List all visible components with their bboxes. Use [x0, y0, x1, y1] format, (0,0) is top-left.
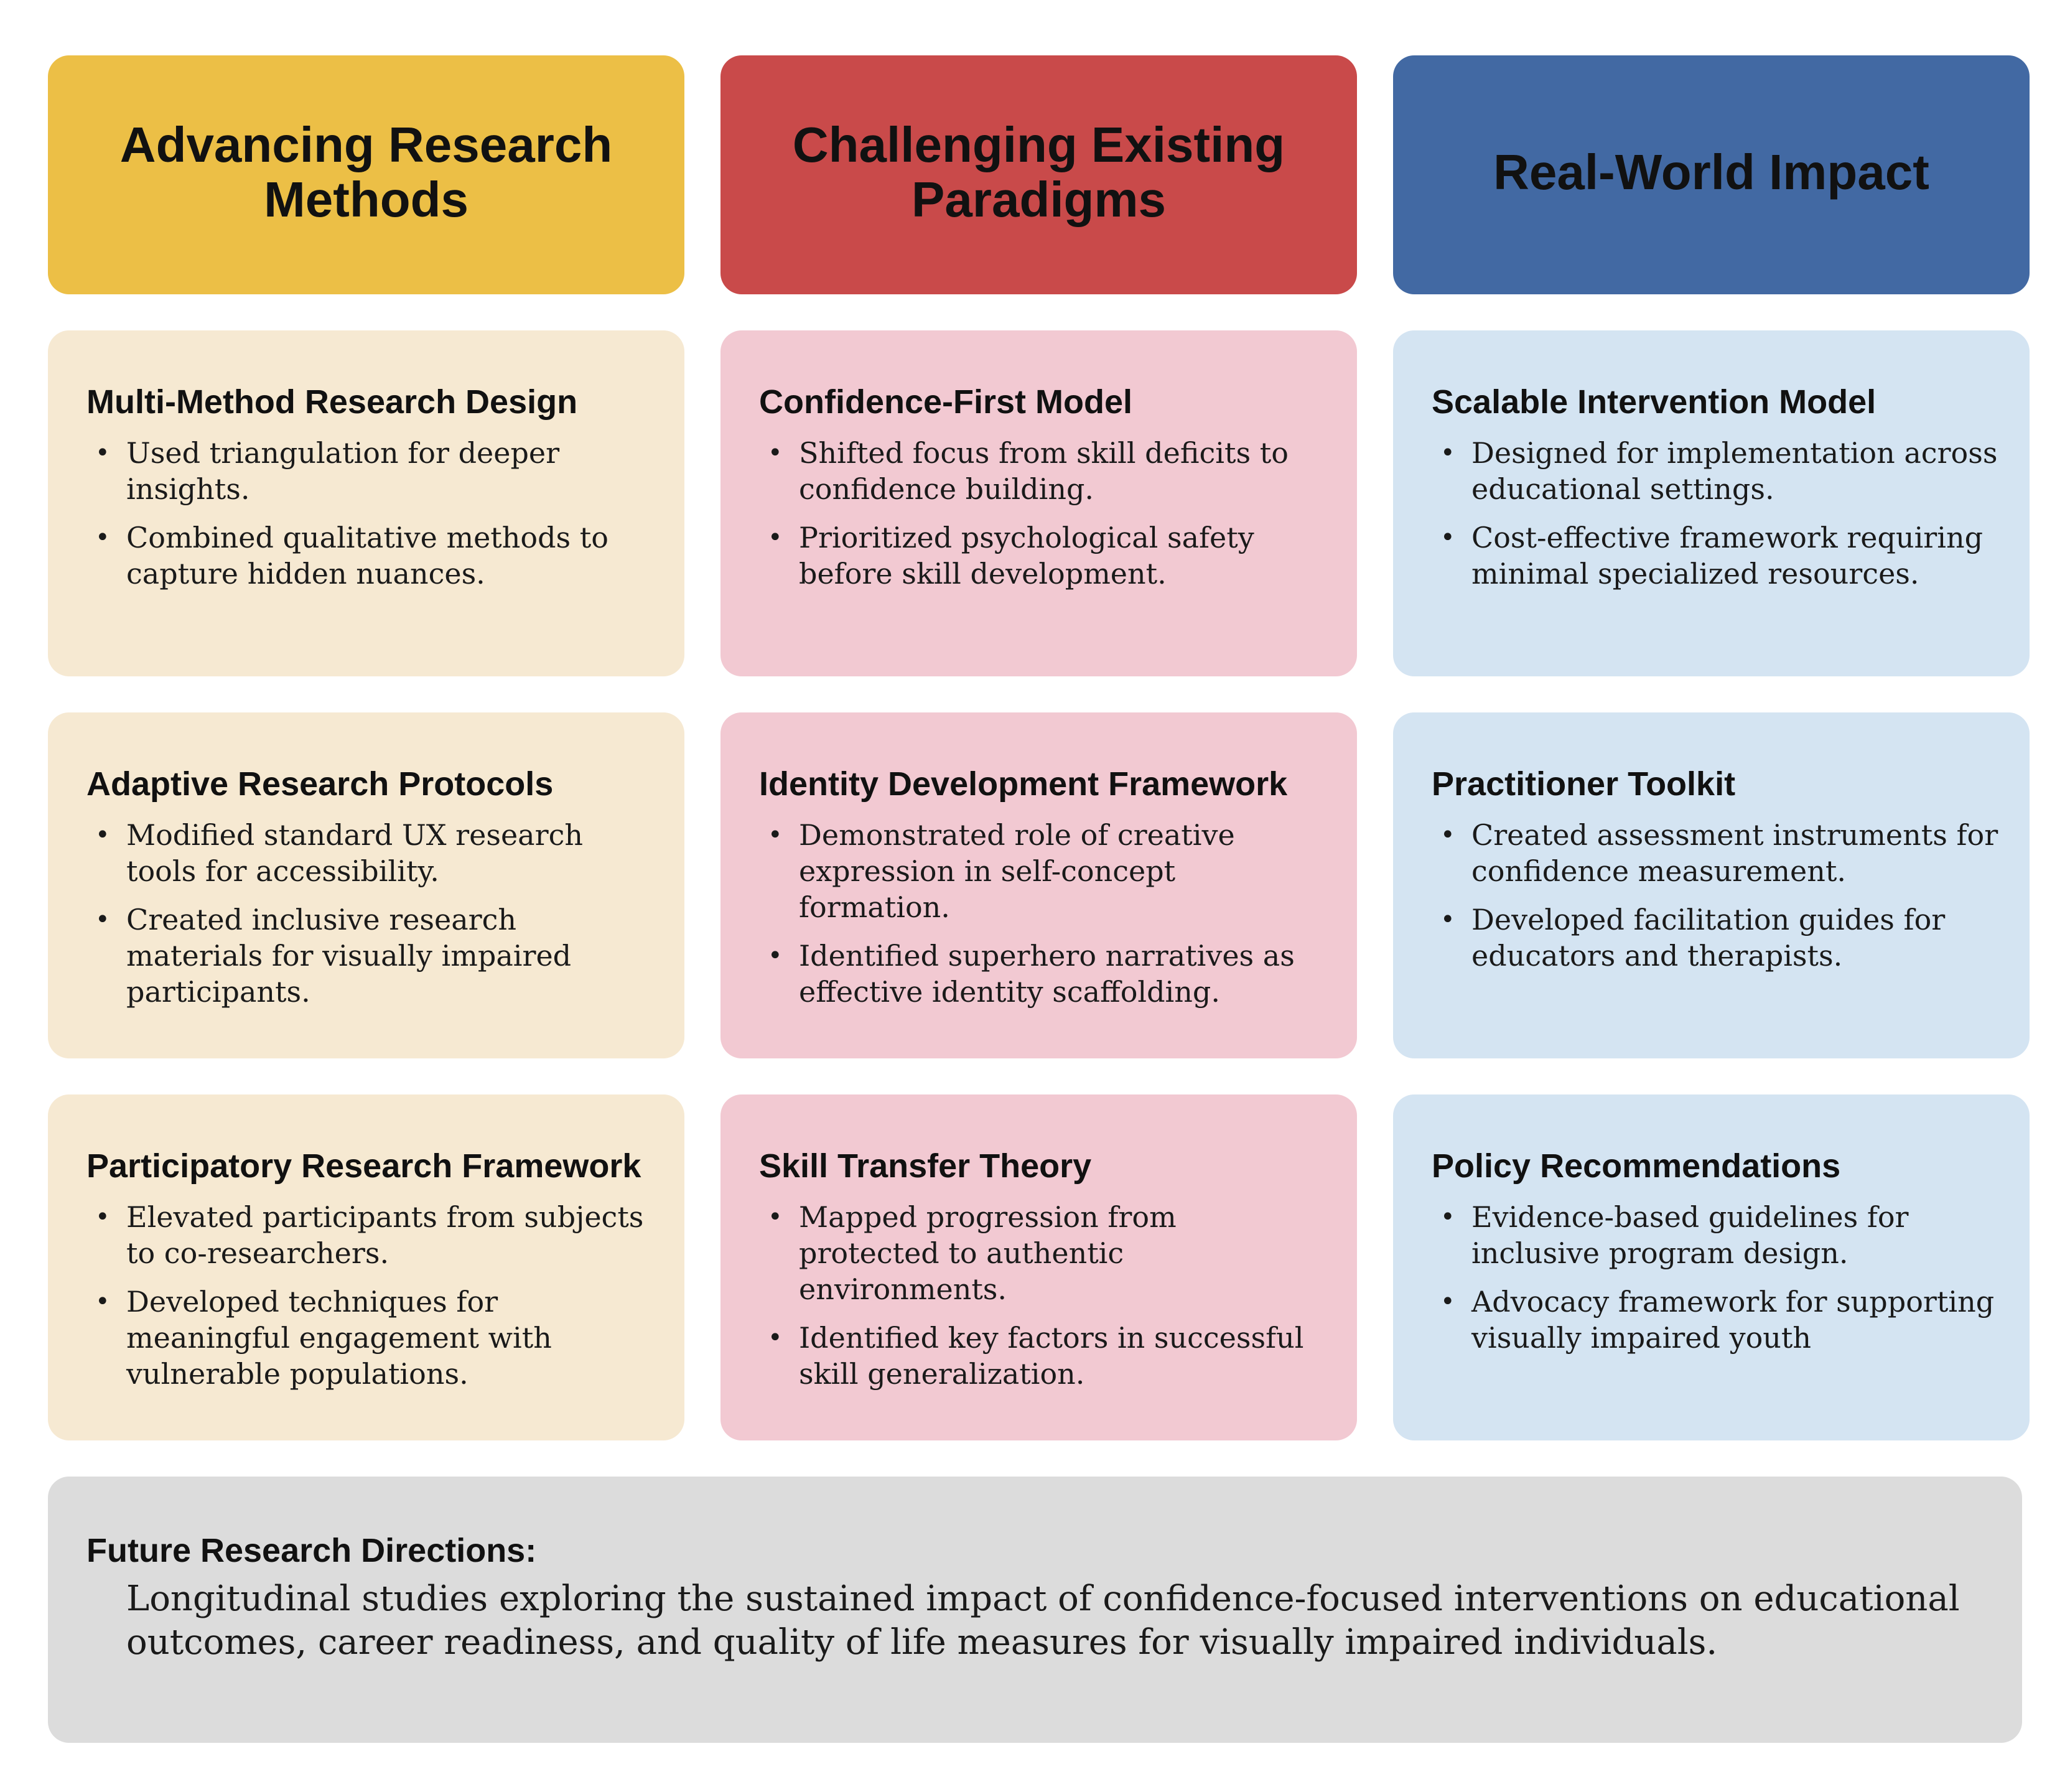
header-title: Advancing Research Methods	[119, 117, 613, 227]
card: Confidence-First Model • Shifted focus fr…	[720, 330, 1357, 676]
bullet-text: Identified superhero narratives as effec…	[799, 939, 1295, 1009]
bullet-text: Identified key factors in successful ski…	[799, 1321, 1304, 1391]
bullet-item: • Designed for implementation across educ…	[1432, 435, 1998, 507]
bullet-icon: •	[1440, 523, 1455, 552]
bullet-item: • Combined qualitative methods to capture…	[86, 520, 653, 592]
bullet-item: • Used triangulation for deeper insights.	[86, 435, 653, 507]
bullet-icon: •	[768, 821, 783, 849]
bullet-icon: •	[1440, 905, 1455, 934]
bullet-list: • Used triangulation for deeper insights.…	[86, 435, 653, 592]
card: Multi-Method Research Design • Used trian…	[48, 330, 684, 676]
bullet-icon: •	[768, 1323, 783, 1352]
bullet-list: • Shifted focus from skill deficits to co…	[759, 435, 1326, 592]
card-title: Practitioner Toolkit	[1432, 765, 1736, 803]
bullet-text: Combined qualitative methods to capture …	[126, 521, 608, 590]
bullet-item: • Prioritized psychological safety before…	[759, 520, 1326, 592]
card: Skill Transfer Theory • Mapped progressio…	[720, 1094, 1357, 1440]
bullet-icon: •	[1440, 1203, 1455, 1231]
card: Policy Recommendations • Evidence-based g…	[1393, 1094, 2030, 1440]
bullet-icon: •	[95, 439, 110, 467]
card: Adaptive Research Protocols • Modified st…	[48, 712, 684, 1058]
bullet-text: Elevated participants from subjects to c…	[126, 1200, 644, 1270]
card-title: Adaptive Research Protocols	[86, 765, 554, 803]
card-title: Multi-Method Research Design	[86, 383, 578, 421]
bullet-icon: •	[95, 1287, 110, 1316]
card-row-1: Multi-Method Research Design • Used trian…	[48, 330, 2030, 676]
future-directions-box: Future Research Directions: Longitudinal…	[48, 1477, 2022, 1743]
bullet-text: Advocacy framework for supporting visual…	[1471, 1285, 1995, 1355]
bullet-item: • Identified superhero narratives as effe…	[759, 938, 1326, 1010]
card-title: Skill Transfer Theory	[759, 1147, 1092, 1185]
bullet-item: • Elevated participants from subjects to …	[86, 1199, 653, 1271]
bullet-item: • Demonstrated role of creative expressio…	[759, 817, 1326, 925]
bullet-item: • Created assessment instruments for conf…	[1432, 817, 1998, 889]
bullet-icon: •	[1440, 439, 1455, 467]
bullet-list: • Designed for implementation across educ…	[1432, 435, 1998, 592]
card: Scalable Intervention Model • Designed fo…	[1393, 330, 2030, 676]
bullet-text: Modified standard UX research tools for …	[126, 818, 583, 888]
bullet-text: Demonstrated role of creative expression…	[799, 818, 1235, 924]
bullet-item: • Evidence-based guidelines for inclusive…	[1432, 1199, 1998, 1271]
bullet-item: • Cost-effective framework requiring mini…	[1432, 520, 1998, 592]
bullet-text: Used triangulation for deeper insights.	[126, 436, 560, 506]
bullet-list: • Mapped progression from protected to au…	[759, 1199, 1326, 1392]
header-research: Advancing Research Methods	[48, 55, 684, 294]
bullet-icon: •	[95, 1203, 110, 1231]
header-paradigms: Challenging Existing Paradigms	[720, 55, 1357, 294]
bullet-icon: •	[768, 941, 783, 970]
card-title: Confidence-First Model	[759, 383, 1133, 421]
bullet-icon: •	[95, 821, 110, 849]
bullet-item: • Developed techniques for meaningful eng…	[86, 1284, 653, 1392]
bullet-item: • Mapped progression from protected to au…	[759, 1199, 1326, 1307]
bullet-icon: •	[1440, 1287, 1455, 1316]
bullet-item: • Shifted focus from skill deficits to co…	[759, 435, 1326, 507]
bullet-item: • Created inclusive research materials fo…	[86, 902, 653, 1010]
bullet-text: Designed for implementation across educa…	[1471, 436, 1998, 506]
bullet-icon: •	[768, 523, 783, 552]
bullet-icon: •	[768, 1203, 783, 1231]
card-row-3: Participatory Research Framework • Elevat…	[48, 1094, 2030, 1440]
future-directions-text: Longitudinal studies exploring the susta…	[126, 1579, 1960, 1663]
header-impact: Real-World Impact	[1393, 55, 2030, 294]
bullet-text: Evidence-based guidelines for inclusive …	[1471, 1200, 1909, 1270]
bullet-icon: •	[1440, 821, 1455, 849]
diagram: Advancing Research Methods Challenging E…	[48, 55, 2030, 1743]
bullet-item: • Advocacy framework for supporting visua…	[1432, 1284, 1998, 1356]
bullet-item: • Identified key factors in successful sk…	[759, 1320, 1326, 1392]
bullet-text: Created assessment instruments for confi…	[1471, 818, 1998, 888]
bullet-list: • Demonstrated role of creative expressio…	[759, 817, 1326, 1010]
bullet-list: • Created assessment instruments for conf…	[1432, 817, 1998, 974]
bullet-text: Cost-effective framework requiring minim…	[1471, 521, 1984, 590]
card: Identity Development Framework • Demonstr…	[720, 712, 1357, 1058]
header-row: Advancing Research Methods Challenging E…	[48, 55, 2030, 294]
bullet-text: Prioritized psychological safety before …	[799, 521, 1254, 590]
bullet-item: • Modified standard UX research tools for…	[86, 817, 653, 889]
bullet-text: Developed facilitation guides for educat…	[1471, 903, 1946, 973]
future-directions-title: Future Research Directions:	[86, 1532, 537, 1569]
bullet-icon: •	[95, 905, 110, 934]
bullet-icon: •	[95, 523, 110, 552]
card-title: Participatory Research Framework	[86, 1147, 641, 1185]
bullet-text: Mapped progression from protected to aut…	[799, 1200, 1177, 1306]
card-title: Policy Recommendations	[1432, 1147, 1841, 1185]
header-title: Real-World Impact	[1493, 144, 1929, 200]
header-title: Challenging Existing Paradigms	[792, 117, 1285, 227]
bullet-list: • Elevated participants from subjects to …	[86, 1199, 653, 1392]
card-row-2: Adaptive Research Protocols • Modified st…	[48, 712, 2030, 1058]
bullet-list: • Evidence-based guidelines for inclusive…	[1432, 1199, 1998, 1356]
bullet-text: Shifted focus from skill deficits to con…	[799, 436, 1289, 506]
card-title: Identity Development Framework	[759, 765, 1288, 803]
bullet-item: • Developed facilitation guides for educa…	[1432, 902, 1998, 974]
bullet-list: • Modified standard UX research tools for…	[86, 817, 653, 1010]
card: Participatory Research Framework • Elevat…	[48, 1094, 684, 1440]
card: Practitioner Toolkit • Created assessment…	[1393, 712, 2030, 1058]
bullet-text: Developed techniques for meaningful enga…	[126, 1285, 552, 1391]
card-title: Scalable Intervention Model	[1432, 383, 1877, 421]
bullet-text: Created inclusive research materials for…	[126, 903, 572, 1009]
bullet-icon: •	[768, 439, 783, 467]
